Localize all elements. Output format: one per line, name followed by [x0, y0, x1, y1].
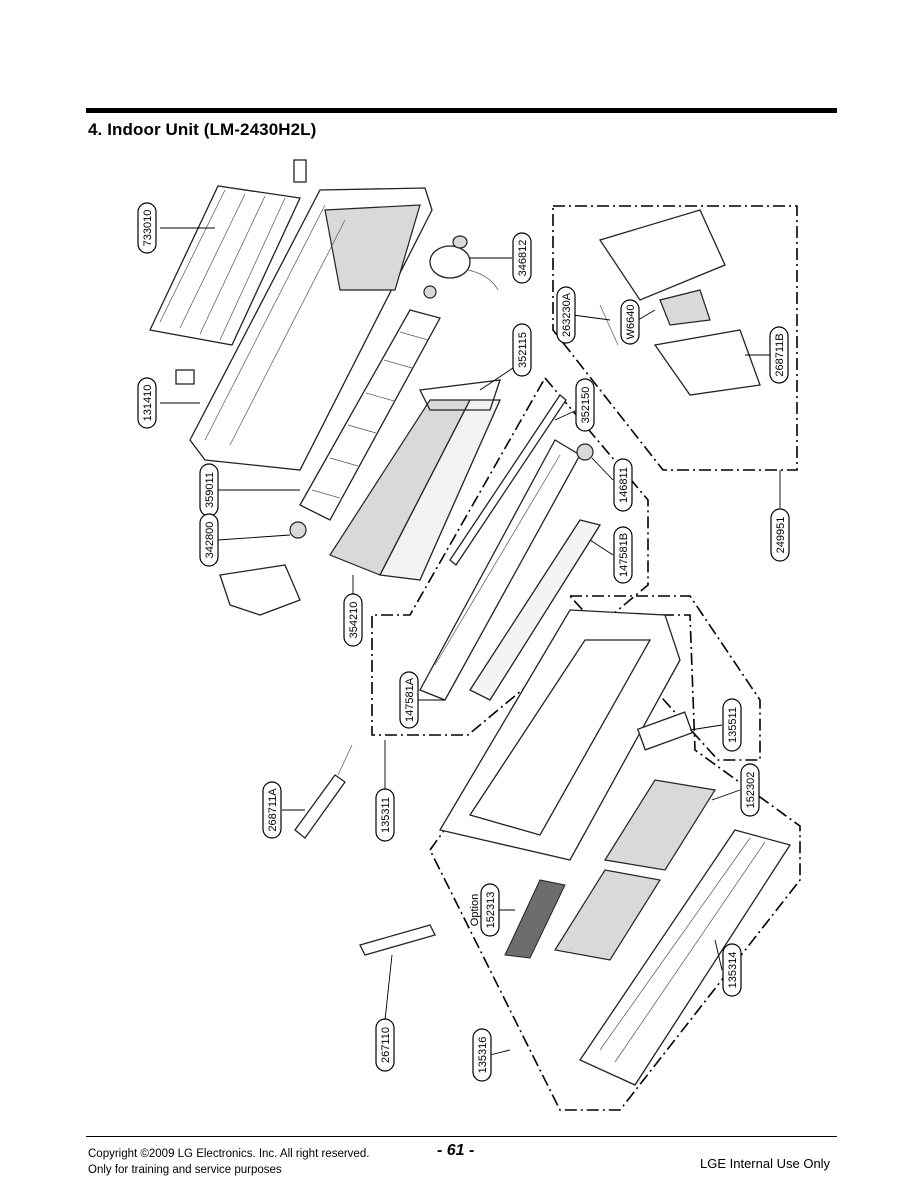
- front-panel-group-outline: [429, 614, 801, 1111]
- svg-text:131410: 131410: [142, 385, 154, 422]
- page-number: - 61 -: [437, 1142, 475, 1159]
- svg-text:346812: 346812: [517, 240, 529, 277]
- bottom-rule: [86, 1136, 837, 1137]
- svg-text:146811: 146811: [618, 467, 630, 503]
- svg-text:342800: 342800: [204, 522, 216, 559]
- svg-text:152313: 152313: [485, 892, 497, 929]
- svg-text:135511: 135511: [727, 707, 739, 743]
- part-label-268711A: 268711A: [262, 781, 282, 839]
- air-filter-upper: [604, 779, 716, 871]
- svg-text:263230A: 263230A: [561, 292, 573, 337]
- svg-text:352150: 352150: [580, 387, 592, 424]
- svg-text:135311: 135311: [380, 797, 392, 833]
- svg-text:147581B: 147581B: [618, 533, 630, 577]
- part-label-352115: 352115: [512, 323, 532, 377]
- chassis: [189, 187, 433, 471]
- part-label-135311: 135311: [375, 788, 395, 842]
- part-label-263230A: 263230A: [556, 286, 576, 344]
- part-label-733010: 733010: [137, 202, 157, 254]
- part-label-152302: 152302: [740, 763, 760, 817]
- bearing-holder: [219, 521, 307, 616]
- svg-text:152302: 152302: [745, 772, 757, 809]
- evaporator-frame: [419, 379, 501, 411]
- small-bracket-top: [293, 159, 307, 183]
- louver-group-outline: [371, 376, 649, 736]
- part-label-131410: 131410: [137, 377, 157, 429]
- svg-text:W6640: W6640: [625, 305, 637, 340]
- part-label-135316: 135316: [472, 1028, 492, 1082]
- part-label-359011: 359011: [199, 463, 219, 517]
- leader-lines: [160, 227, 781, 1056]
- part-label-267110: 267110: [375, 1018, 395, 1072]
- svg-text:359011: 359011: [204, 472, 216, 508]
- svg-text:267110: 267110: [380, 1027, 392, 1063]
- remote-controller: [359, 924, 436, 956]
- front-frame-group-outline: [568, 595, 761, 761]
- page-title: 4. Indoor Unit (LM-2430H2L): [88, 120, 317, 139]
- training-notice: Only for training and service purposes: [88, 1164, 282, 1176]
- svg-text:135314: 135314: [727, 952, 739, 989]
- part-label-354210: 354210: [343, 593, 363, 647]
- part-label-147581B: 147581B: [613, 526, 633, 584]
- svg-text:352115: 352115: [517, 332, 529, 368]
- svg-text:147581A: 147581A: [404, 677, 416, 722]
- front-panel: [579, 829, 792, 1086]
- part-label-152313: 152313: [480, 883, 500, 937]
- fan-motor: [423, 235, 499, 299]
- svg-text:135316: 135316: [477, 1037, 489, 1074]
- svg-text:Option: Option: [469, 894, 481, 926]
- air-filter-lower: [554, 869, 661, 961]
- part-label-135314: 135314: [722, 943, 742, 997]
- svg-text:249951: 249951: [775, 517, 787, 554]
- top-rule: [86, 108, 837, 113]
- part-label-146811: 146811: [613, 458, 633, 512]
- svg-text:268711B: 268711B: [774, 333, 786, 376]
- control-box: [598, 209, 761, 396]
- part-label-W6640: W6640: [620, 299, 640, 345]
- small-clip: [175, 369, 195, 385]
- part-label-346812: 346812: [512, 232, 532, 284]
- installation-plate: [149, 185, 301, 346]
- part-label-268711B: 268711B: [769, 326, 789, 384]
- internal-use-notice: LGE Internal Use Only: [700, 1156, 831, 1171]
- svg-text:268711A: 268711A: [267, 788, 279, 832]
- part-label-147581A: 147581A: [399, 671, 419, 729]
- control-box-group-outline: [552, 205, 798, 471]
- cross-flow-fan: [299, 309, 441, 521]
- louver-assembly: [419, 394, 602, 701]
- part-label-249951: 249951: [770, 508, 790, 562]
- part-label-342800: 342800: [199, 513, 219, 567]
- front-frame: [438, 609, 694, 861]
- option-label: Option: [469, 894, 481, 926]
- part-label-352150: 352150: [575, 378, 595, 432]
- remote-holder: [294, 744, 353, 839]
- option-filter: [504, 879, 566, 959]
- part-label-135511: 135511: [722, 698, 742, 752]
- svg-text:733010: 733010: [142, 210, 154, 247]
- svg-text:354210: 354210: [348, 602, 360, 639]
- evaporator: [329, 399, 502, 581]
- copyright-text: Copyright ©2009 LG Electronics. Inc. All…: [88, 1148, 370, 1160]
